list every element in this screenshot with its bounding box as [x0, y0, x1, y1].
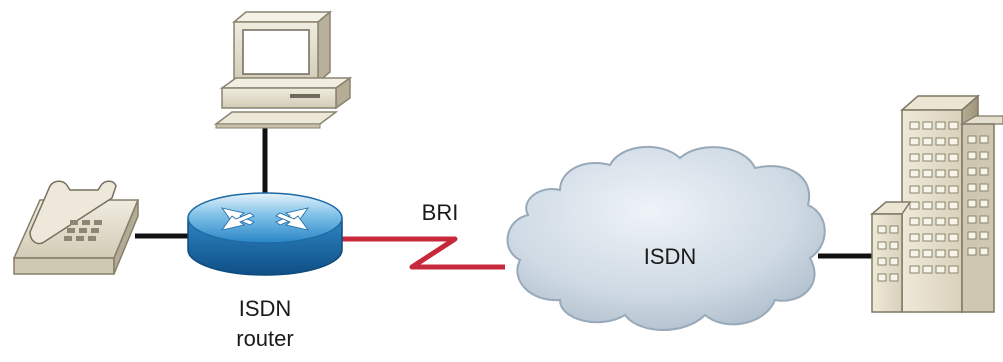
- link-bri-serial: [342, 236, 505, 270]
- router-icon: [187, 192, 343, 276]
- isdn-cloud-label: ISDN: [643, 244, 697, 269]
- cloud-icon: [506, 145, 826, 331]
- router-label-line2: router: [236, 326, 294, 351]
- telephone-icon: [12, 180, 140, 275]
- router-label-line1: ISDN: [238, 296, 292, 321]
- computer-icon: [213, 10, 353, 129]
- building-icon: [869, 94, 1003, 314]
- bri-link-label: BRI: [421, 200, 459, 225]
